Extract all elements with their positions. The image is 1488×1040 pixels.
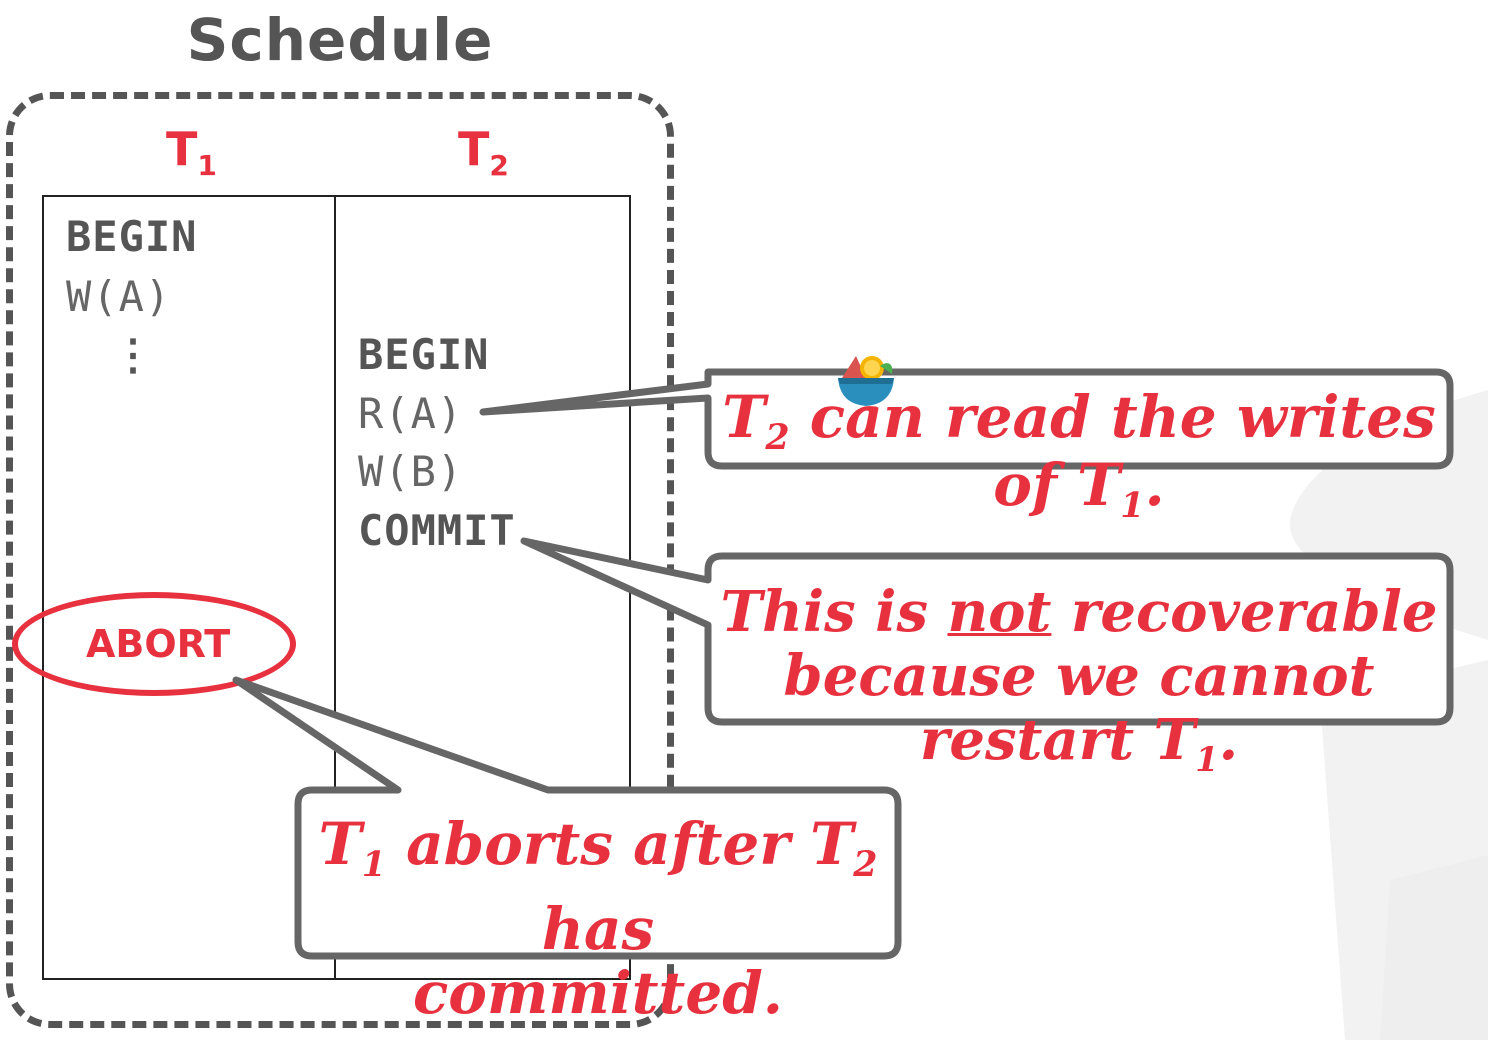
t2-header-label: T xyxy=(458,122,490,176)
callout3-end: has xyxy=(541,895,655,963)
callout1-end: . xyxy=(1144,450,1165,519)
callout1-t: T xyxy=(722,383,766,451)
schedule-boundary xyxy=(6,92,674,1028)
callout3-line1: T1 aborts after T2 has xyxy=(302,812,894,961)
callout-read-writes-shape xyxy=(479,368,1454,470)
salad-bowl-icon xyxy=(838,356,894,406)
callout3-t2: T xyxy=(810,810,854,878)
t2-write-b: W(B) xyxy=(358,447,464,496)
callout3-t: T xyxy=(318,810,362,878)
callout-aborts-after-shape xyxy=(232,676,902,960)
t1-begin: BEGIN xyxy=(66,212,198,261)
callout3-middle: aborts after xyxy=(385,810,811,878)
callout3-t-sub: 1 xyxy=(361,844,386,885)
callout-not-recoverable-shape xyxy=(520,537,1454,726)
callout2-line1-a: This is xyxy=(720,579,948,645)
callout2-line1: This is not recoverable xyxy=(712,580,1446,644)
callout2-emphasis-not: not xyxy=(947,579,1052,645)
t2-begin: BEGIN xyxy=(358,330,490,379)
abort-highlight-oval xyxy=(12,592,296,696)
callout1-middle: can read the writes of xyxy=(789,383,1436,519)
callout2-t: T xyxy=(1153,707,1196,773)
t1-header-label: T xyxy=(166,122,198,176)
t1-write-a: W(A) xyxy=(66,272,172,321)
callout-read-writes: T2 can read the writes of T1. xyxy=(712,388,1446,524)
callout2-end: . xyxy=(1218,707,1239,773)
t1-header: T1 xyxy=(166,122,217,182)
callout-not-recoverable: This is not recoverable because we canno… xyxy=(712,580,1446,791)
callout1-t2: T xyxy=(1077,450,1121,519)
callout3-line2: committed. xyxy=(412,959,783,1027)
callout2-t-sub: 1 xyxy=(1195,739,1219,779)
callout-aborts-after: T1 aborts after T2 has committed. xyxy=(302,812,894,1025)
schedule-title: Schedule xyxy=(186,6,494,74)
t2-header-subscript: 2 xyxy=(489,149,509,182)
callout2-line2: because we cannot restart T1. xyxy=(712,644,1446,791)
callout2-line2-a: because we cannot restart xyxy=(783,643,1375,773)
column-divider xyxy=(334,195,336,978)
t1-abort: ABORT xyxy=(86,622,231,666)
t1-ellipsis: ⋮ xyxy=(112,330,155,379)
callout1-t2-sub: 1 xyxy=(1120,484,1145,526)
t2-header: T2 xyxy=(458,122,509,182)
callout1-t-sub: 2 xyxy=(765,417,790,458)
t2-read-a: R(A) xyxy=(358,389,464,438)
t1-header-subscript: 1 xyxy=(197,149,217,182)
callout2-line1-b: recoverable xyxy=(1051,579,1438,645)
t2-commit: COMMIT xyxy=(358,506,516,555)
callout3-t2-sub: 2 xyxy=(853,844,878,885)
